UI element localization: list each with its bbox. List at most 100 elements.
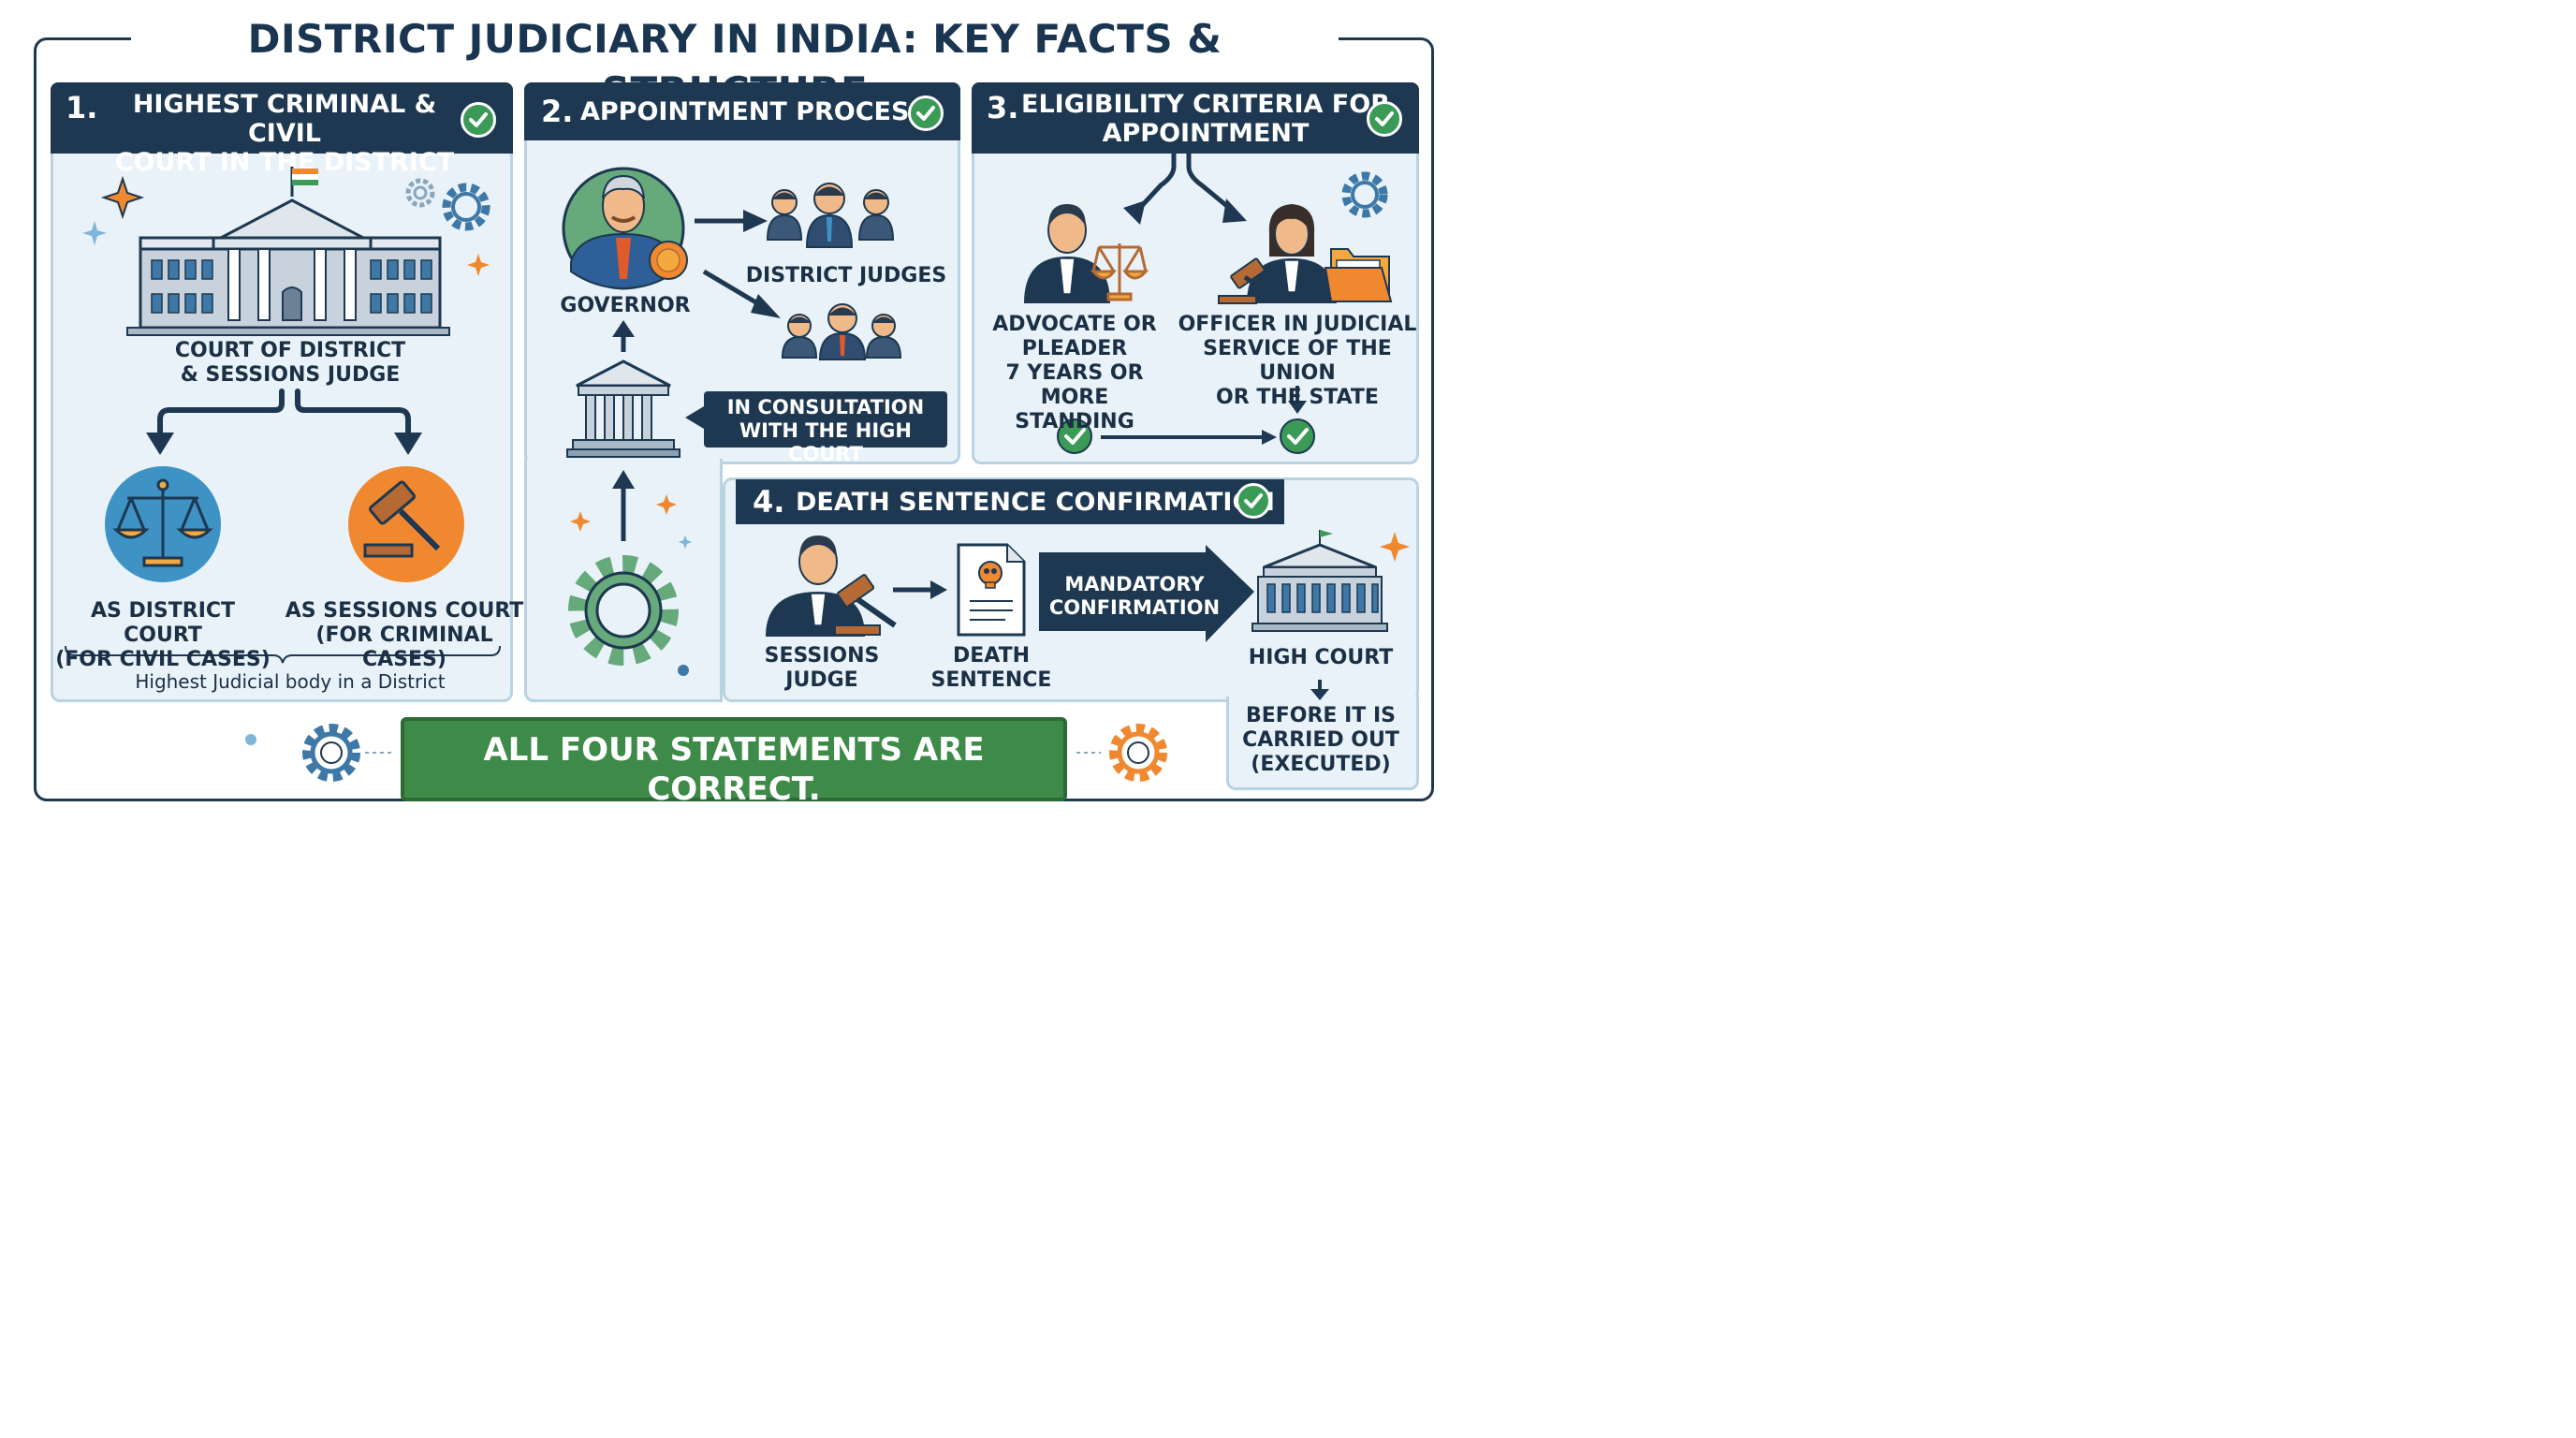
panel-3-heading: ELIGIBILITY CRITERIA FOR APPOINTMENT — [1018, 90, 1393, 148]
sessions-court-line1: AS SESSIONS COURT — [285, 599, 524, 623]
check-icon — [461, 102, 496, 138]
officer-line3: OR THE STATE — [1216, 386, 1379, 409]
advocate-line4: MORE STANDING — [1015, 386, 1134, 433]
gear-icon — [302, 724, 360, 782]
governor-icon — [562, 167, 688, 290]
gear-icon — [405, 178, 435, 208]
high-court-label: HIGH COURT — [1248, 646, 1394, 669]
panel-2-heading: APPOINTMENT PROCESS — [580, 97, 927, 126]
scales-icon — [112, 478, 213, 567]
panel-3-heading-line1: ELIGIBILITY CRITERIA FOR — [1021, 90, 1390, 119]
judge-icon — [1218, 204, 1337, 304]
check-icon — [1367, 101, 1402, 137]
panel-1-illustration — [65, 167, 501, 664]
panel-3-heading-line2: APPOINTMENT — [1102, 119, 1310, 148]
court-label-line2: & SESSIONS JUDGE — [180, 363, 401, 387]
arrow-icon — [685, 406, 704, 429]
arrow-icon — [1288, 386, 1307, 414]
consultation-line1: IN CONSULTATION — [726, 396, 925, 418]
judges-group-icon — [781, 303, 902, 360]
advocate-line1: ADVOCATE OR — [992, 313, 1157, 336]
arrow-icon — [1101, 430, 1277, 445]
court-label-line1: COURT OF DISTRICT — [174, 339, 406, 362]
panel-3-illustration — [1024, 154, 1393, 454]
panel-4-illustration — [766, 530, 1410, 700]
page-title: DISTRICT JUDICIARY IN INDIA: KEY FACTS &… — [131, 13, 1339, 114]
panel-2-number: 2. — [541, 94, 574, 129]
dot — [245, 734, 256, 745]
panel-1-header: 1. HIGHEST CRIMINAL & CIVIL COURT IN THE… — [51, 82, 513, 177]
sessions-judge-line2: JUDGE — [785, 668, 858, 692]
civil-court-label: AS DISTRICT COURT (FOR CIVIL CASES) — [51, 599, 275, 672]
court-label: COURT OF DISTRICT & SESSIONS JUDGE — [140, 339, 440, 388]
death-sentence-label: DEATH SENTENCE — [921, 644, 1061, 693]
check-icon — [1057, 418, 1092, 454]
panel-4-heading: DEATH SENTENCE CONFIRMATION — [796, 488, 1275, 517]
answer-box: ALL FOUR STATEMENTS ARE CORRECT. CORRECT… — [401, 717, 1067, 834]
civil-court-line2: (FOR CIVIL CASES) — [55, 648, 271, 671]
civil-court-line1: AS DISTRICT COURT — [90, 599, 236, 647]
advocate-line3: 7 YEARS OR — [1005, 361, 1144, 385]
check-icon — [908, 95, 944, 131]
advocate-line2: PLEADER — [1021, 337, 1128, 360]
officer-label: OFFICER IN JUDICIAL SERVICE OF THE UNION… — [1174, 313, 1421, 410]
arrow-icon — [695, 210, 781, 318]
document-skull-icon — [957, 543, 1026, 637]
arrow-icon — [893, 580, 947, 599]
courthouse-icon — [566, 360, 681, 458]
advocate-label: ADVOCATE OR PLEADER 7 YEARS OR MORE STAN… — [981, 313, 1168, 434]
panel-1-heading-line2: COURT IN THE DISTRICT — [114, 148, 455, 177]
arrow-icon — [157, 389, 411, 439]
sparkle-icon — [570, 511, 591, 532]
panel-3-number: 3. — [987, 90, 1019, 125]
panel-highest-court — [51, 82, 513, 702]
district-judges-label: DISTRICT JUDGES — [745, 264, 947, 287]
dot — [678, 665, 689, 676]
sparkle-icon — [82, 221, 107, 245]
arrow-icon — [612, 470, 635, 541]
consultation-line2: WITH THE HIGH COURT — [739, 419, 912, 465]
gavel-circle — [348, 466, 464, 582]
bottom-decorations — [245, 724, 1167, 782]
gavel-icon — [363, 480, 441, 558]
courthouse-icon — [126, 167, 450, 336]
before-executed-label: BEFORE IT IS CARRIED OUT (EXECUTED) — [1232, 704, 1410, 777]
lawyer-icon — [1024, 204, 1149, 303]
sessions-judge-label: SESSIONS JUDGE — [745, 644, 899, 693]
officer-line2: SERVICE OF THE UNION — [1203, 337, 1392, 385]
gear-icon — [568, 555, 679, 666]
sparkle-icon — [679, 536, 692, 549]
consultation-box: IN CONSULTATION WITH THE HIGH COURT — [704, 391, 947, 465]
gear-icon — [1341, 171, 1388, 218]
panel-1-heading: HIGHEST CRIMINAL & CIVIL COURT IN THE DI… — [97, 90, 472, 177]
answer-statement: ALL FOUR STATEMENTS ARE CORRECT. — [483, 731, 985, 808]
gear-icon — [442, 183, 490, 231]
panel-1-footer: Highest Judicial body in a District — [135, 670, 446, 693]
correct-answer: CORRECT ANSWER: D — [604, 810, 864, 834]
sparkle-icon — [467, 254, 490, 276]
panel-1-number: 1. — [66, 90, 98, 125]
judges-group-icon — [766, 183, 895, 248]
arrow-icon — [1136, 154, 1236, 213]
panel-2-illustration — [562, 167, 902, 676]
sessions-judge-line1: SESSIONS — [764, 644, 880, 668]
bracket-line — [65, 645, 501, 664]
mandatory-arrow-shape — [1039, 545, 1254, 642]
judge-icon — [766, 536, 897, 637]
gear-icon — [1109, 724, 1167, 782]
folder-icon — [1324, 248, 1393, 302]
check-icon — [1280, 418, 1315, 454]
arrow-icon — [1310, 680, 1329, 700]
panel-3-header: 3. ELIGIBILITY CRITERIA FOR APPOINTMENT — [972, 82, 1419, 154]
death-sentence-line1: DEATH — [952, 644, 1031, 668]
sparkle-icon — [656, 494, 677, 515]
panel-4-lower-strip — [1226, 697, 1419, 790]
mandatory-line1: MANDATORY — [1064, 573, 1205, 595]
arrow-icon — [612, 320, 635, 352]
mandatory-confirmation-label: MANDATORY CONFIRMATION — [1041, 573, 1228, 620]
sessions-court-line2: (FOR CRIMINAL CASES) — [315, 624, 493, 671]
before-line3: (EXECUTED) — [1251, 753, 1391, 776]
panel-4-number: 4. — [753, 484, 785, 520]
panel-4-header: 4. DEATH SENTENCE CONFIRMATION — [736, 479, 1284, 524]
governor-label: GOVERNOR — [560, 294, 691, 317]
